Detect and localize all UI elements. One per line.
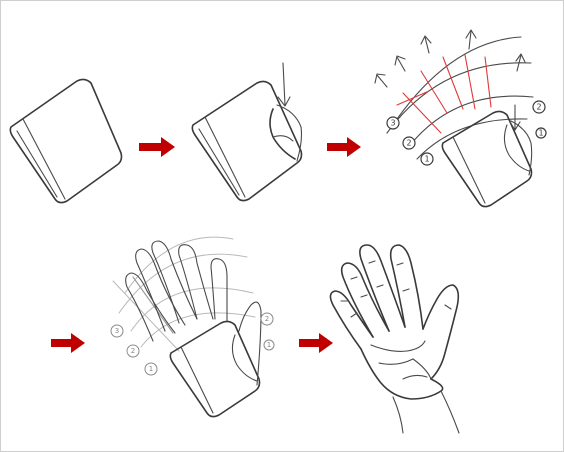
svg-text:2: 2 (265, 315, 269, 323)
finger-number-badge: 1 (535, 127, 547, 139)
step-1-box (9, 78, 123, 204)
step-4-fingers-sketch: 1 2 3 2 1 (110, 236, 275, 418)
step-2-box-with-thumb (191, 62, 303, 202)
step-arrow-4 (299, 333, 333, 353)
right-arrow-icon (299, 333, 333, 353)
svg-text:2: 2 (536, 103, 541, 112)
svg-text:1: 1 (424, 155, 429, 164)
step-arrow-2 (327, 137, 361, 157)
svg-text:1: 1 (538, 129, 543, 138)
svg-text:2: 2 (131, 347, 135, 355)
right-arrow-icon (327, 137, 361, 157)
step-arrow-1 (139, 137, 175, 157)
step-5-finished-hand (329, 244, 460, 434)
svg-text:3: 3 (115, 327, 119, 335)
svg-text:2: 2 (406, 139, 411, 148)
finger-number-badge: 2 (532, 100, 546, 114)
finger-number-badge: 1 (420, 152, 434, 166)
finger-number-badge: 2 (260, 312, 274, 326)
svg-text:1: 1 (149, 365, 153, 373)
finger-number-badge: 1 (263, 339, 275, 351)
svg-text:1: 1 (267, 341, 271, 349)
finger-number-badge: 3 (110, 324, 124, 338)
right-arrow-icon (139, 137, 175, 157)
right-arrow-icon (51, 333, 85, 353)
step-3-finger-guides: 1 2 3 2 1 (374, 29, 547, 208)
finger-numbers-step-3: 1 2 3 2 1 (386, 100, 547, 166)
direction-arrows (374, 29, 526, 88)
finger-numbers-step-4: 1 2 3 2 1 (110, 312, 275, 376)
svg-text:3: 3 (390, 119, 395, 128)
finger-number-badge: 2 (126, 344, 140, 358)
step-arrow-3 (51, 333, 85, 353)
finger-number-badge: 2 (402, 136, 416, 150)
finger-number-badge: 1 (144, 362, 158, 376)
finger-number-badge: 3 (386, 116, 400, 130)
pencil-arrow-icon (282, 62, 286, 106)
